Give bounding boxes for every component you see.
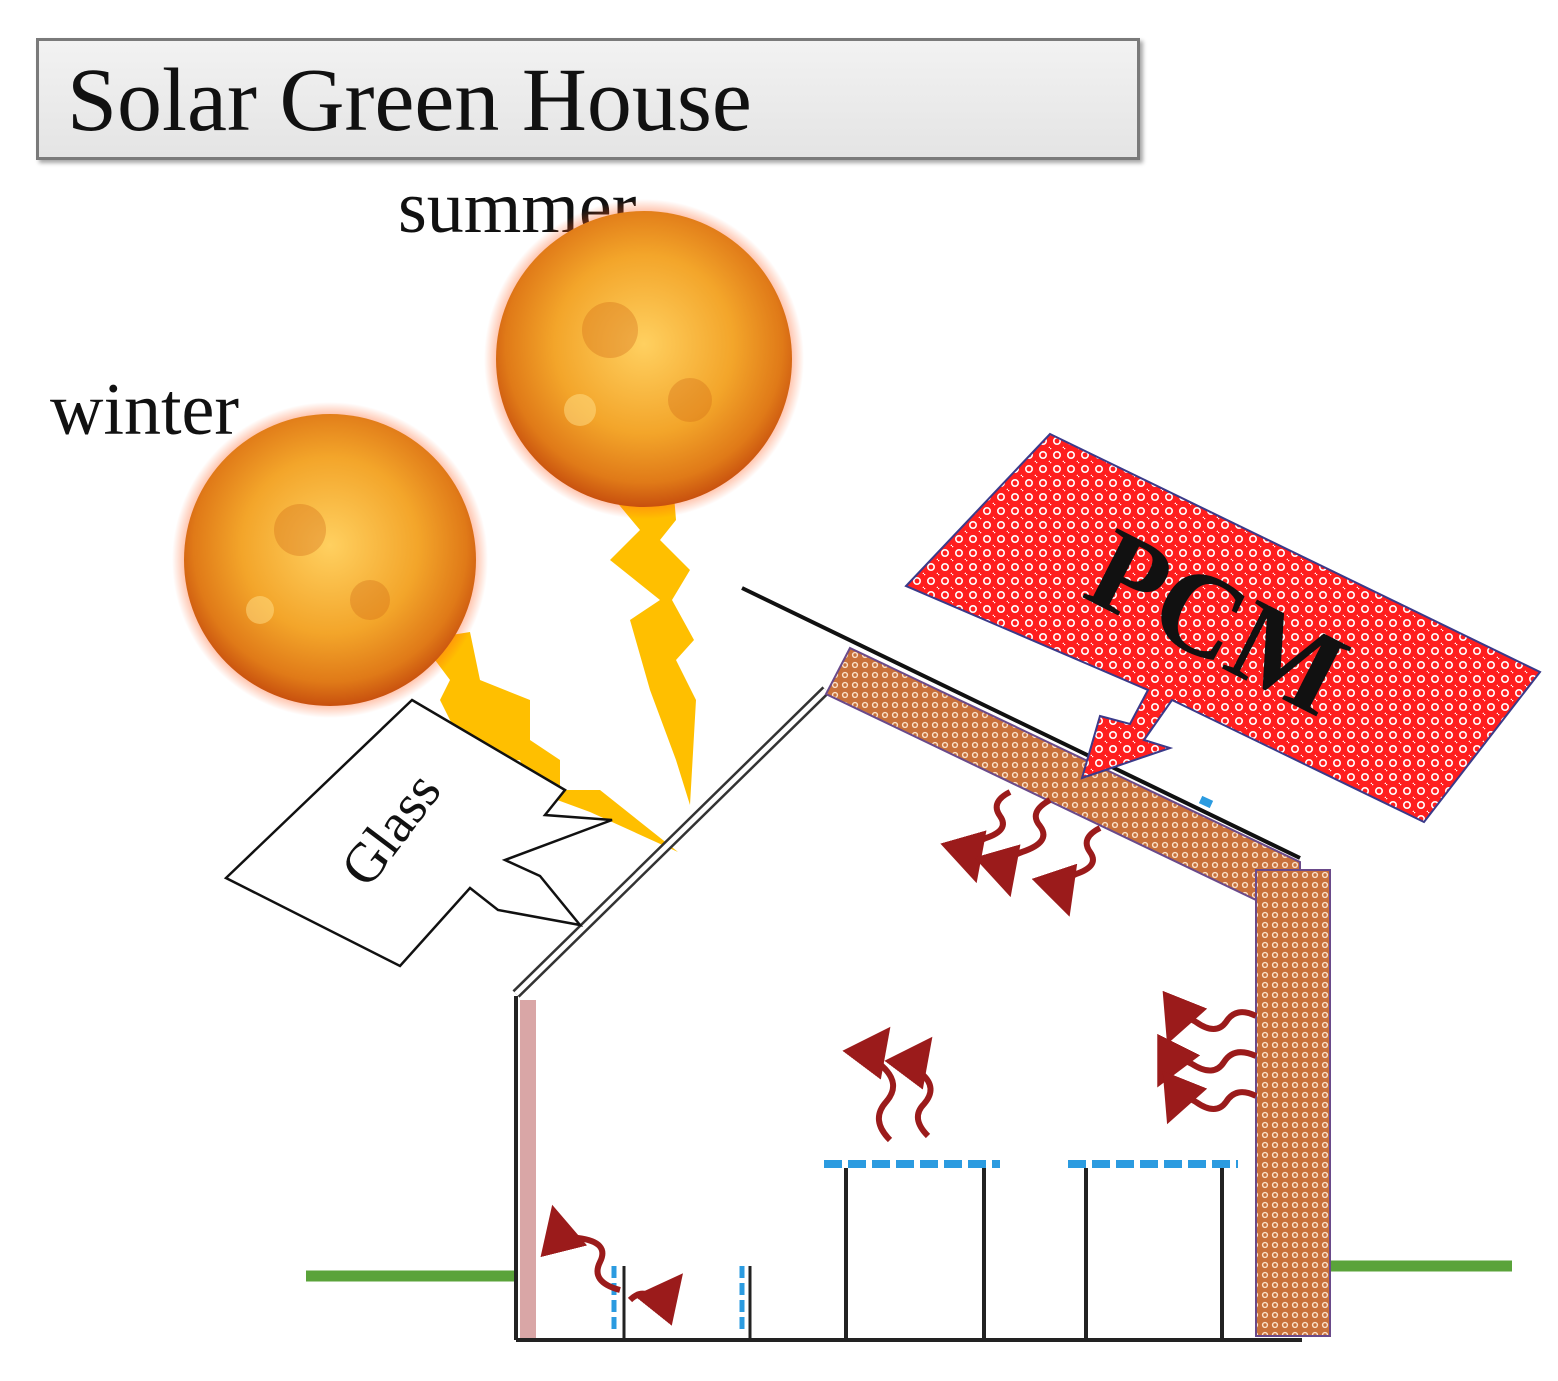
- glass-callout: Glass: [223, 698, 613, 968]
- winter-sun-icon: [172, 402, 488, 718]
- winter-label: winter: [50, 369, 239, 451]
- heat-waves: [540, 789, 1258, 1326]
- glazed-roof-gap: [514, 688, 828, 996]
- pcm-north-wall: [1255, 869, 1331, 1337]
- bench-left: [824, 1160, 1000, 1340]
- roof-marker: [1198, 795, 1214, 809]
- summer-sunbeam: [590, 470, 696, 805]
- title: Solar Green House: [67, 51, 752, 150]
- inner-wall-layer: [520, 1000, 536, 1338]
- seed-trays: [611, 1266, 752, 1340]
- roof-overhang: [741, 586, 1301, 860]
- bench-right: [1068, 1160, 1238, 1340]
- title-box: Solar Green House: [36, 38, 1140, 160]
- summer-sun-icon: [484, 199, 804, 519]
- winter-sunbeam: [420, 632, 678, 852]
